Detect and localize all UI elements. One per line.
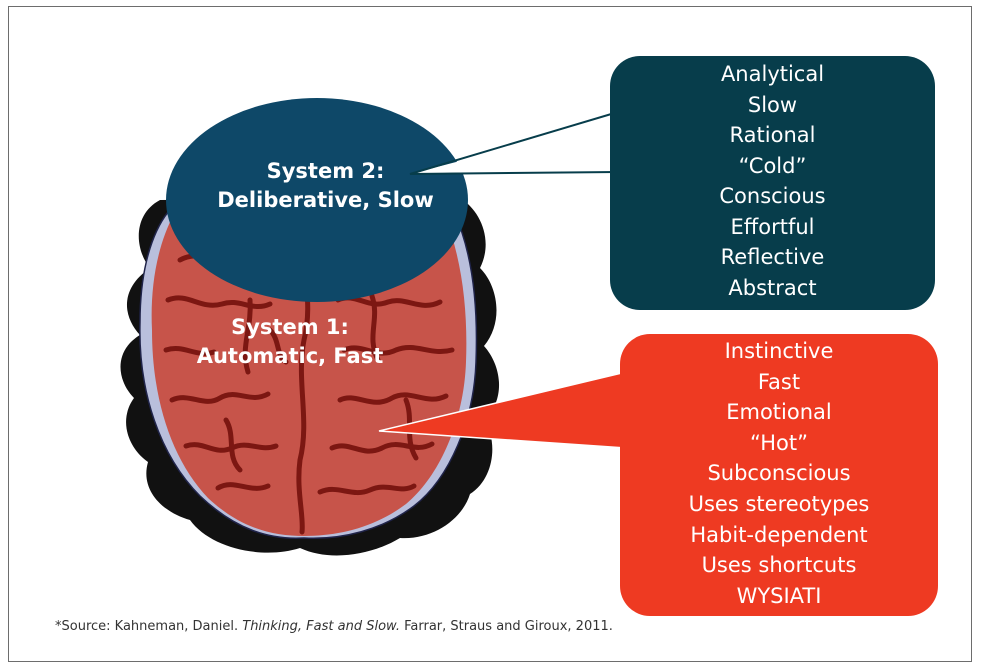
system2-subtitle: Deliberative, Slow	[217, 188, 434, 212]
trait-item: Conscious	[719, 184, 826, 208]
system2-oval	[166, 98, 468, 302]
trait-item: Effortful	[730, 214, 815, 239]
system2-traits-box: Analytical Slow Rational “Cold” Consciou…	[610, 56, 935, 310]
source-prefix: *Source: Kahneman, Daniel.	[55, 619, 243, 634]
trait-item: Instinctive	[724, 339, 834, 363]
system1-pointer-edge	[378, 371, 627, 449]
trait-item: Slow	[747, 92, 798, 117]
system2-title: System 2:	[266, 159, 385, 183]
trait-item: Subconscious	[707, 461, 851, 486]
trait-item: “Hot”	[750, 430, 808, 455]
system1-subtitle: Automatic, Fast	[196, 344, 384, 368]
trait-item: Uses shortcuts	[701, 553, 857, 578]
trait-item: Rational	[729, 123, 816, 147]
trait-item: “Cold”	[738, 153, 807, 178]
trait-item: Abstract	[728, 275, 817, 300]
trait-item: WYSIATI	[736, 583, 822, 608]
system1-label: System 1: Automatic, Fast	[190, 313, 390, 371]
trait-item: Reflective	[720, 245, 825, 269]
source-book-title: Thinking, Fast and Slow.	[242, 619, 400, 634]
trait-item: Fast	[757, 369, 801, 394]
system1-pointer	[379, 372, 626, 448]
system2-pointer-edge	[409, 111, 619, 175]
trait-item: Analytical	[720, 62, 825, 86]
system1-traits-box: Instinctive Fast Emotional “Hot” Subcons…	[620, 334, 938, 616]
system1-title: System 1:	[231, 315, 349, 339]
trait-item: Emotional	[726, 400, 832, 425]
system2-pointer	[410, 120, 618, 174]
system2-label: System 2: Deliberative, Slow	[183, 157, 468, 215]
brain-folds	[163, 223, 455, 535]
trait-item: Habit-dependent	[690, 522, 868, 547]
source-citation: *Source: Kahneman, Daniel. Thinking, Fas…	[55, 619, 613, 634]
source-suffix: Farrar, Straus and Giroux, 2011.	[399, 619, 613, 634]
trait-item: Uses stereotypes	[688, 491, 870, 516]
